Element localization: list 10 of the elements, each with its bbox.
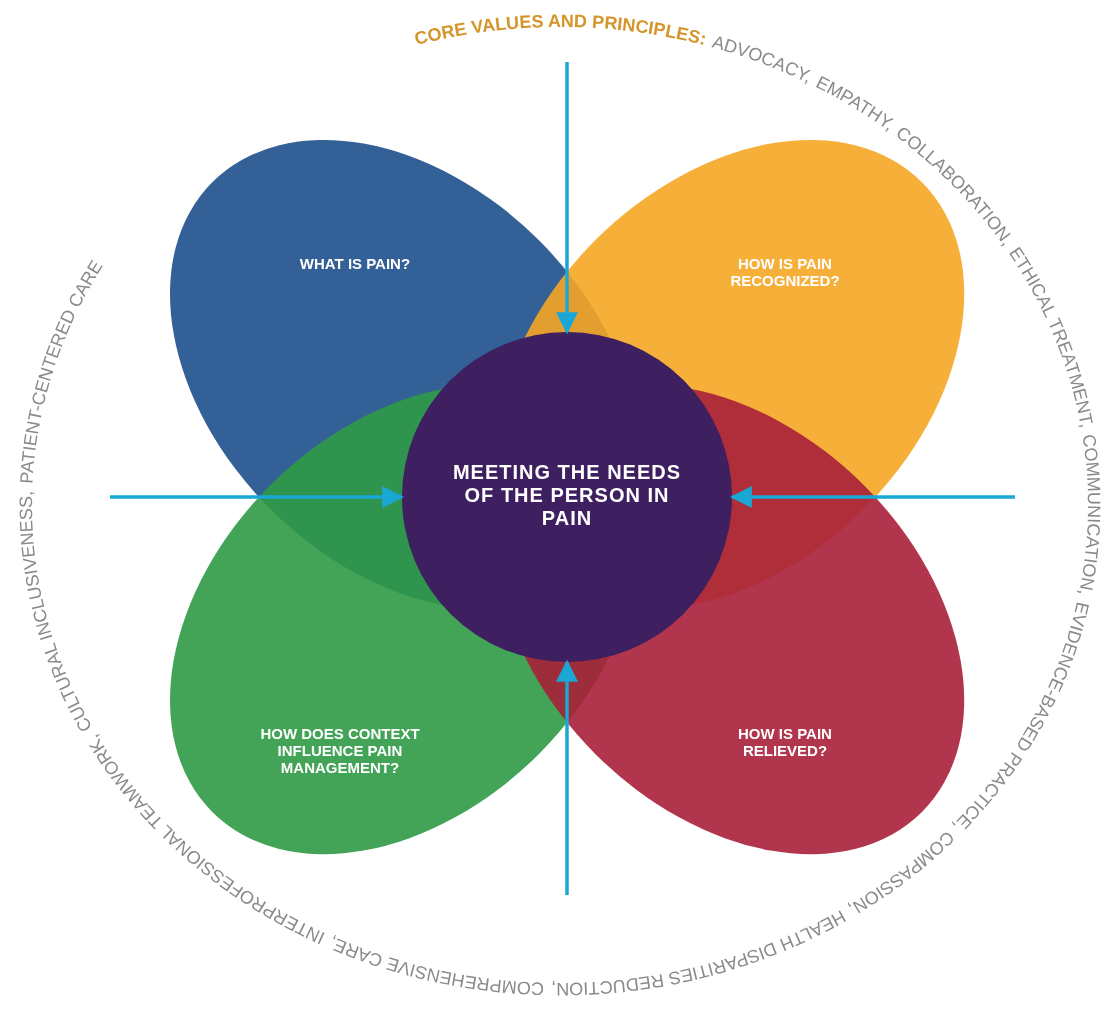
arrow	[556, 62, 578, 335]
arrow	[729, 486, 1015, 508]
center-label: MEETING THE NEEDS OF THE PERSON IN PAIN	[452, 461, 682, 530]
ring-heading: CORE VALUES AND PRINCIPLES:	[412, 10, 709, 50]
petal-label: HOW DOES CONTEXT INFLUENCE PAIN MANAGEMENT?	[259, 725, 421, 777]
arrow	[110, 486, 405, 508]
arrow	[556, 659, 578, 895]
petal-label: HOW IS PAIN RELIEVED?	[737, 725, 833, 760]
petal-label: HOW IS PAIN RECOGNIZED?	[729, 255, 841, 290]
petal-label: WHAT IS PAIN?	[298, 255, 412, 273]
